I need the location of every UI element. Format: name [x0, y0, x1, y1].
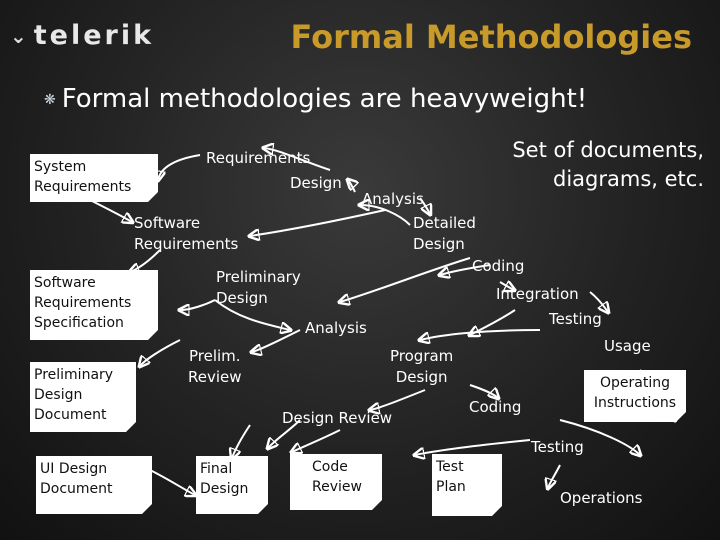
arrow [180, 299, 216, 310]
arrow [250, 209, 386, 236]
doc-line: Review [312, 479, 362, 495]
slide-title: Formal Methodologies [290, 18, 692, 56]
doc-line: Code [312, 459, 348, 475]
doc-line: Test [436, 459, 464, 475]
doc-line: Document [34, 407, 107, 423]
stage-line: Preliminary [216, 268, 301, 286]
doc-operating-instructions: Operating Instructions [584, 370, 686, 422]
arrow [419, 197, 430, 214]
doc-ui-design-document: UI Design Document [36, 456, 152, 514]
stage-program-design: Program Design [390, 346, 453, 388]
stage-detailed-design: Detailed Design [413, 213, 476, 255]
arrow [264, 148, 331, 171]
arrow [440, 264, 491, 275]
arrow [589, 291, 608, 312]
stage-coding-1: Coding [472, 257, 525, 275]
doc-line: Requirements [34, 179, 132, 195]
arrow [348, 180, 355, 193]
arrow [548, 464, 561, 488]
stage-requirements: Requirements [206, 149, 311, 167]
note-line-2: diagrams, etc. [553, 167, 704, 191]
arrow [470, 309, 516, 335]
doc-line: Design [34, 387, 83, 403]
arrow [89, 199, 132, 222]
stage-testing-1: Testing [549, 310, 602, 328]
doc-preliminary-design-document: Preliminary Design Document [30, 362, 136, 432]
arrow [340, 257, 471, 302]
doc-line: Requirements [34, 295, 132, 311]
stage-line: Requirements [134, 235, 239, 253]
stage-line: Review [188, 368, 242, 386]
arrow [140, 339, 181, 366]
arrow [232, 424, 251, 458]
doc-line: Document [40, 481, 113, 497]
doc-line: Specification [34, 315, 124, 331]
doc-line: System [34, 159, 87, 175]
telerik-logo: ⌄ telerik [10, 20, 154, 51]
stage-line: Program [390, 347, 454, 365]
doc-line: UI Design [40, 461, 108, 477]
arrow [360, 205, 411, 226]
doc-system-requirements: System Requirements [30, 154, 158, 202]
arrow [214, 299, 290, 330]
doc-code-review: Code Review [290, 454, 382, 510]
stage-analysis-1: Analysis [362, 190, 424, 208]
documents-note: Set of documents, diagrams, etc. [512, 136, 704, 194]
arrow [469, 384, 498, 398]
arrow [252, 329, 301, 352]
stage-operations: Operations [560, 489, 643, 507]
arrow [499, 282, 514, 290]
doc-line: Final [200, 461, 233, 477]
note-line-1: Set of documents, [512, 138, 704, 162]
arrow [158, 154, 201, 180]
stage-preliminary-design: Preliminary Design [216, 267, 301, 309]
stage-coding-2: Coding [469, 398, 522, 416]
bullet-text: Formal methodologies are heavyweight! [61, 84, 588, 114]
doc-line: Preliminary [34, 367, 114, 383]
doc-final-design: Final Design [196, 456, 268, 514]
doc-line: Plan [436, 479, 466, 495]
stage-integration: Integration [496, 285, 579, 303]
stage-design: Design [290, 174, 342, 192]
doc-test-plan: Test Plan [432, 454, 502, 516]
stage-design-review: Design Review [282, 409, 393, 427]
arrow [370, 389, 426, 410]
stage-analysis-2: Analysis [305, 319, 367, 337]
doc-line: Instructions [593, 395, 677, 411]
telerik-chevron-icon: ⌄ [10, 23, 30, 48]
stage-usage: Usage [604, 337, 651, 355]
bullet-point: ❋ Formal methodologies are heavyweight! [44, 84, 587, 114]
doc-software-requirements-specification: Software Requirements Specification [30, 270, 158, 340]
doc-line: Software [34, 275, 96, 291]
arrow [420, 329, 541, 340]
stage-line: Prelim. [188, 347, 241, 365]
arrow [268, 419, 301, 448]
arrow [292, 429, 341, 452]
stage-software-requirements: Software Requirements [134, 213, 238, 255]
arrow [559, 419, 640, 455]
stage-prelim-review: Prelim. Review [188, 346, 242, 388]
stage-line: Software [134, 214, 201, 232]
arrow [149, 469, 195, 495]
stage-line: Design [413, 235, 465, 253]
stage-line: Detailed [413, 214, 476, 232]
bullet-icon: ❋ [44, 91, 56, 108]
doc-line: Operating [600, 375, 670, 391]
doc-line: Design [200, 481, 249, 497]
logo-text: telerik [33, 20, 155, 51]
stage-line: Design [216, 289, 268, 307]
stage-line: Design [395, 368, 448, 386]
arrow [415, 439, 531, 455]
stage-testing-2: Testing [531, 438, 584, 456]
